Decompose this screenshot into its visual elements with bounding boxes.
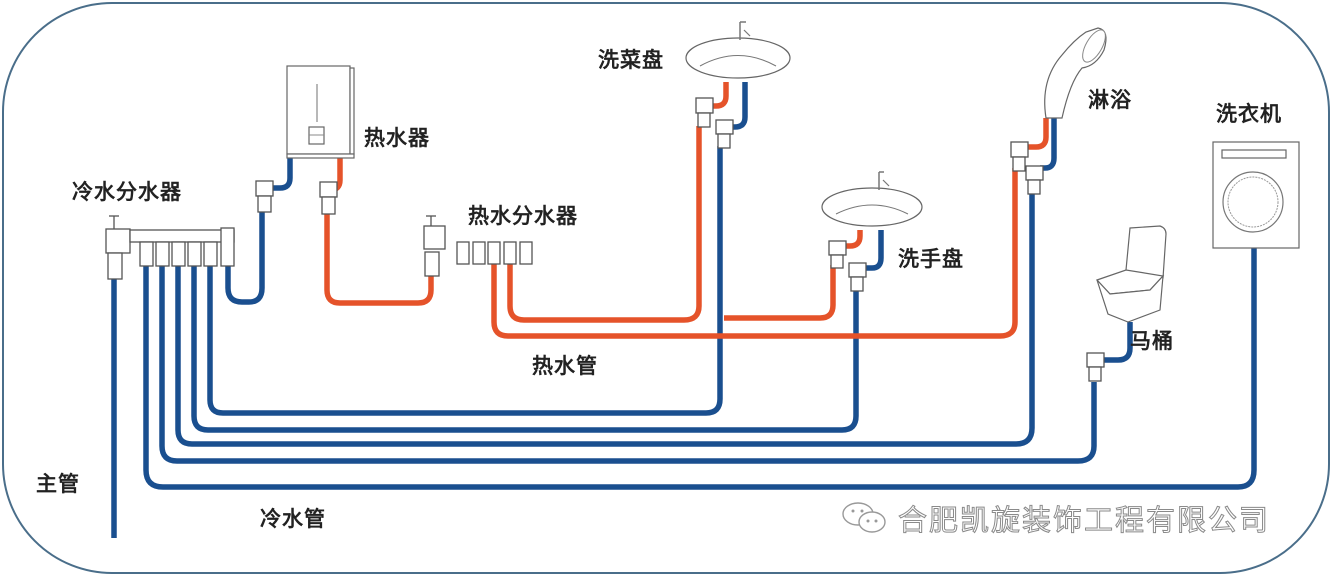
label-hot-manifold: 热水分水器: [468, 204, 578, 228]
cold-pipe-wash-basin: [191, 266, 859, 433]
cold-pipe-wash-basin-riser: [864, 230, 884, 271]
cold-pipe-toilet-riser: [1102, 322, 1133, 363]
label-main-pipe: 主管: [36, 472, 80, 496]
washing-machine-icon: [1212, 141, 1300, 249]
label-cold-pipe: 冷水管: [260, 507, 326, 531]
toilet-icon: [1086, 225, 1167, 382]
cold-manifold: [105, 215, 235, 280]
hot-pipe-wash-basin: [724, 265, 836, 321]
hot-pipe-shower: [491, 168, 1018, 339]
watermark-text: 合肥凯旋装饰工程有限公司: [897, 503, 1271, 538]
label-cold-manifold: 冷水分水器: [72, 180, 182, 204]
water-heater-icon: [255, 65, 355, 215]
cold-pipe-toilet: [159, 266, 1097, 464]
cold-pipe-water-heater: [225, 212, 265, 305]
label-wash-basin: 洗手盘: [898, 247, 964, 271]
kitchen-sink-icon: [685, 21, 791, 149]
label-water-heater: 热水器: [364, 126, 430, 150]
cold-pipe-kitchen-sink: [207, 146, 723, 416]
label-shower: 淋浴: [1088, 88, 1132, 112]
hot-pipe-shower-riser: [1022, 118, 1049, 150]
cold-pipe-washing-machine: [143, 248, 1257, 490]
wash-basin-icon: [821, 171, 923, 292]
hot-pipe-group: [324, 82, 1049, 339]
hot-manifold: [423, 215, 533, 277]
label-toilet: 马桶: [1130, 329, 1174, 353]
label-washing-machine: 洗衣机: [1216, 102, 1282, 126]
watermark: 合肥凯旋装饰工程有限公司: [840, 497, 1270, 539]
cold-pipe-shower: [175, 188, 1035, 447]
cold-pipe-shower-riser: [1040, 104, 1057, 171]
hot-pipe-wash-basin-riser: [841, 230, 863, 249]
cold-pipe-water-heater-riser: [270, 158, 293, 191]
wechat-icon: [842, 502, 886, 533]
cold-pipe-group: [111, 82, 1257, 538]
shower-head-icon: [1010, 27, 1107, 195]
label-hot-pipe: 热水管: [532, 354, 598, 378]
hot-pipe-kitchen-sink: [507, 126, 702, 323]
hot-pipe-kitchen-sink-riser: [706, 82, 729, 109]
cold-pipe-kitchen-sink-riser: [728, 82, 748, 130]
hot-pipe-heater-to-manifold: [324, 214, 434, 306]
label-kitchen-sink: 洗菜盘: [598, 48, 664, 72]
